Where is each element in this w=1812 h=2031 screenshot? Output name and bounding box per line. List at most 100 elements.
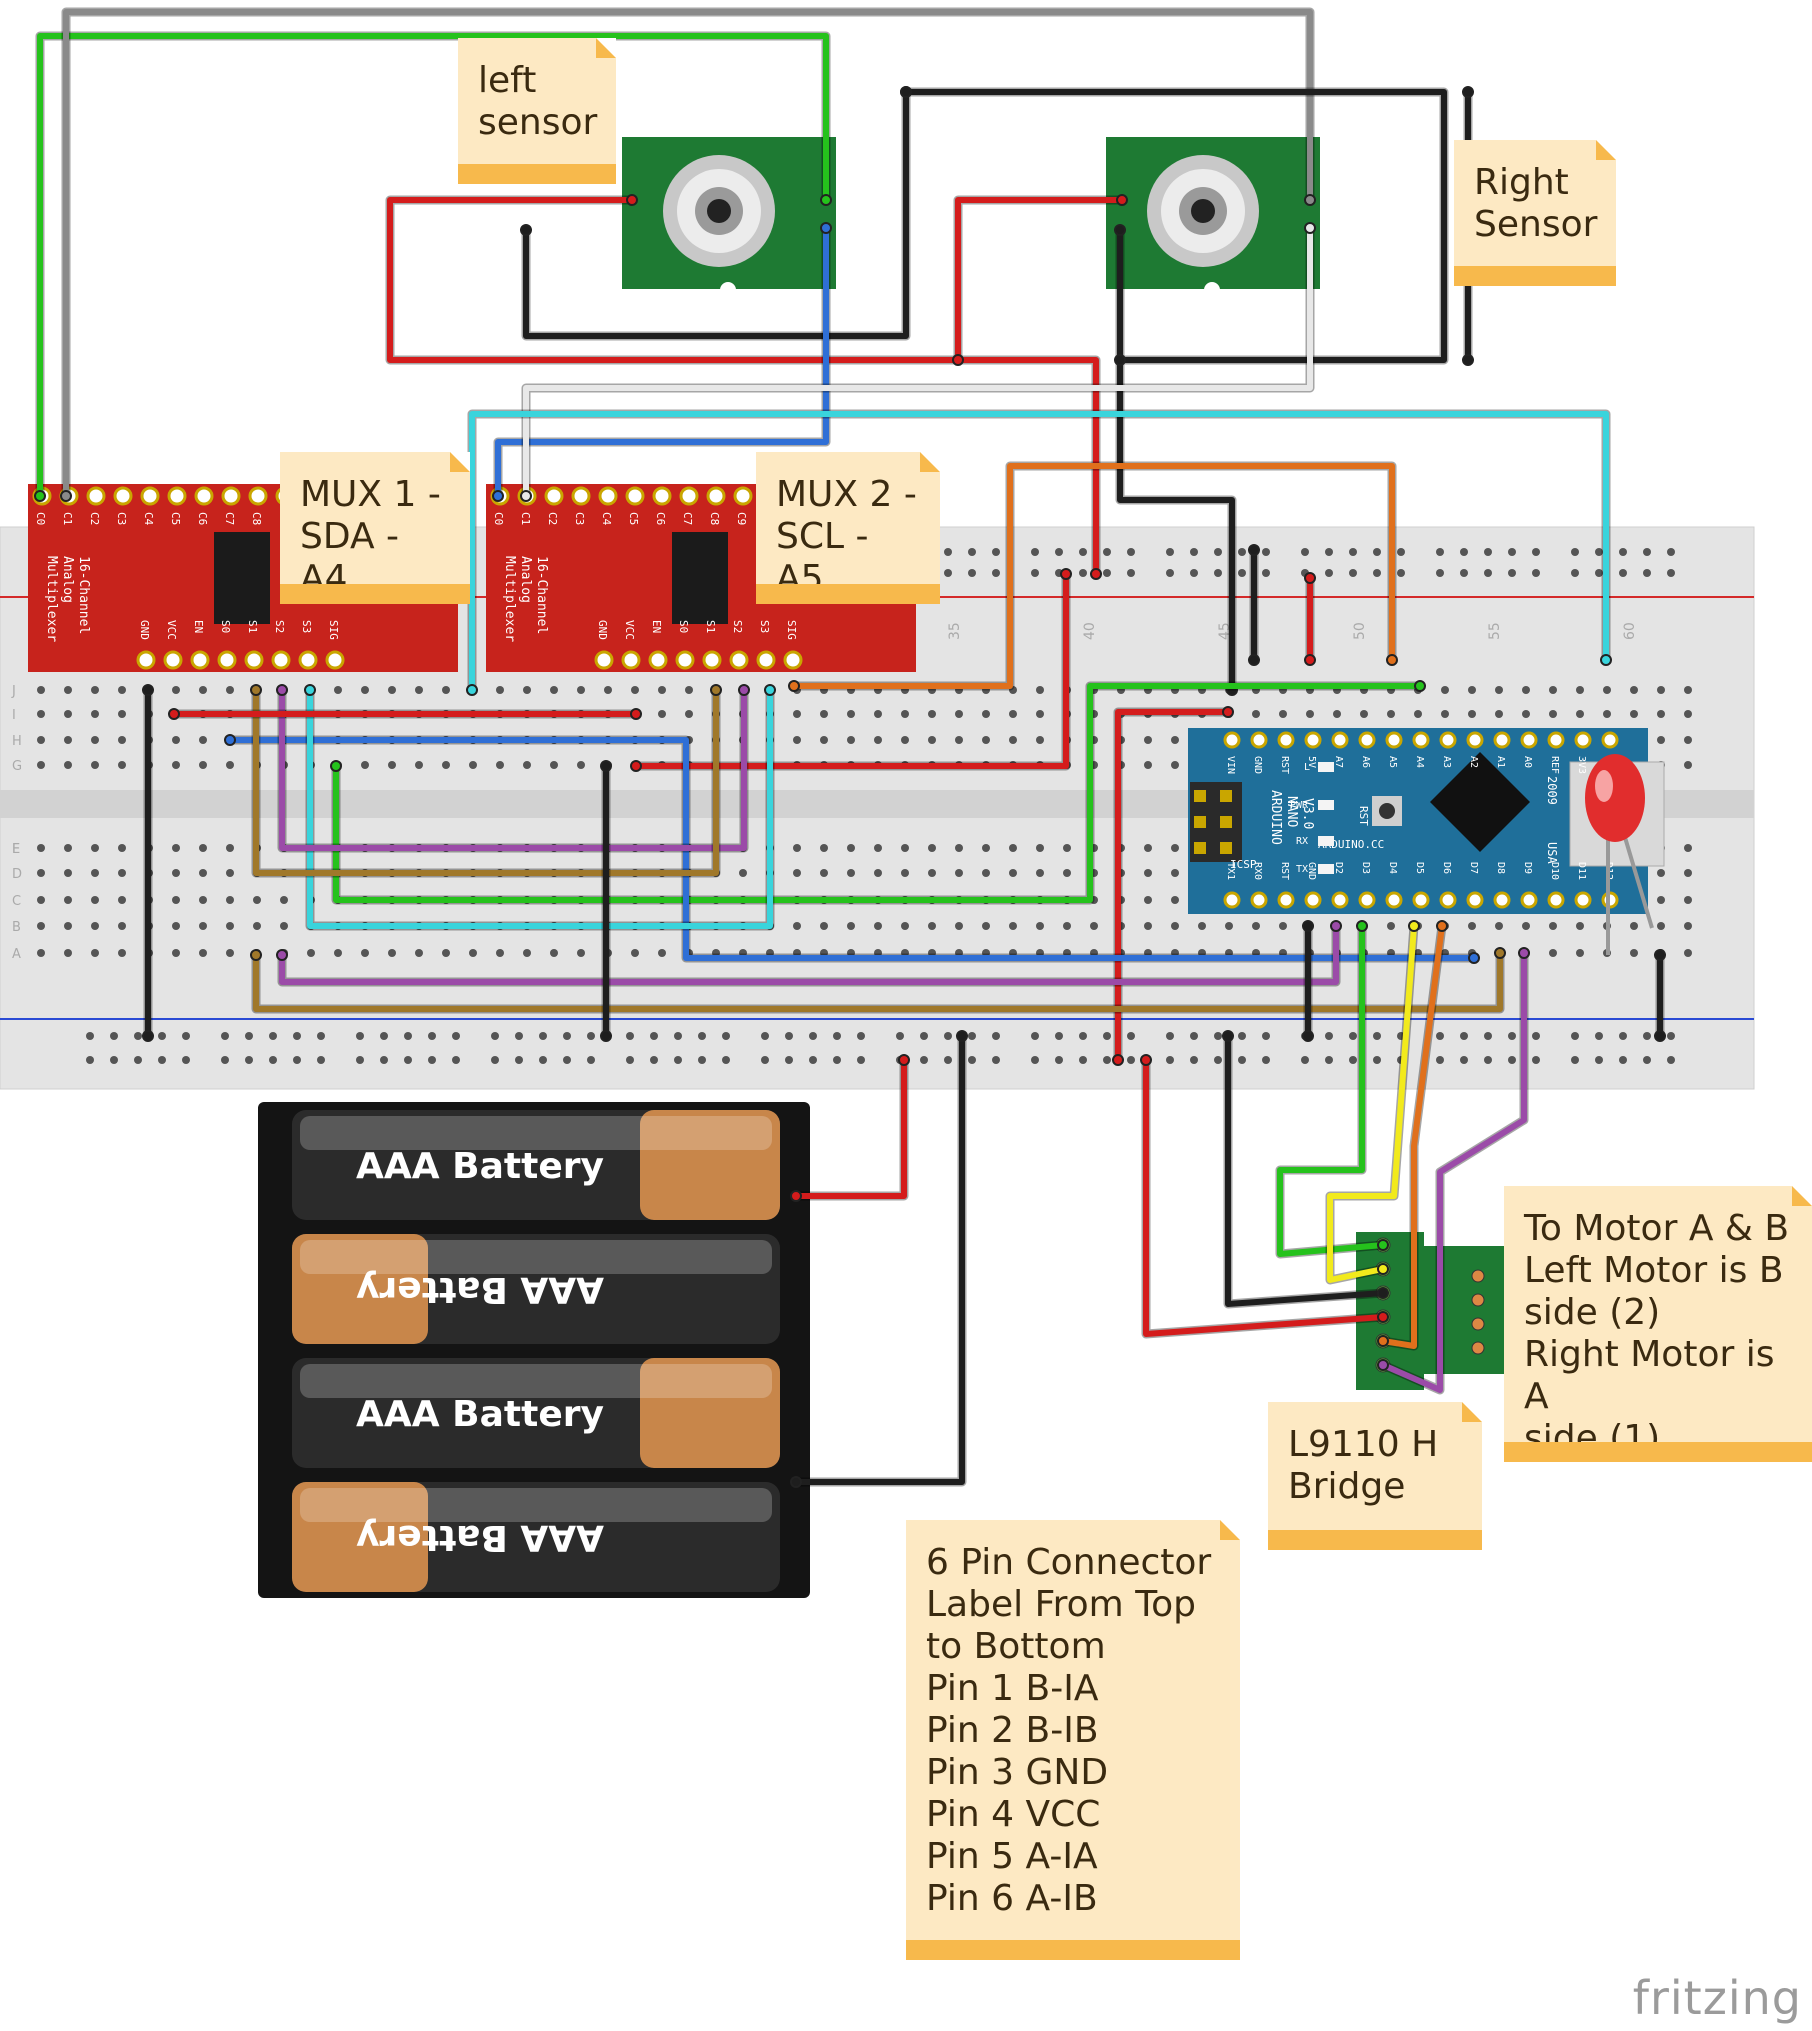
wire-endpoint bbox=[790, 1190, 802, 1202]
nano-pin-label: A6 bbox=[1360, 756, 1371, 768]
wire-endpoint bbox=[60, 490, 72, 502]
row-letter: G bbox=[12, 759, 22, 774]
breadboard-hole bbox=[496, 686, 504, 694]
breadboard-hole bbox=[1144, 761, 1152, 769]
breadboard-hole bbox=[874, 710, 882, 718]
breadboard-hole bbox=[901, 710, 909, 718]
rail-hole bbox=[1532, 569, 1540, 577]
breadboard-hole bbox=[334, 949, 342, 957]
nano-pin bbox=[1331, 891, 1349, 909]
mux-pin-label: EN bbox=[650, 620, 663, 633]
rail-hole bbox=[1127, 548, 1135, 556]
breadboard-hole bbox=[1036, 710, 1044, 718]
breadboard-hole bbox=[118, 869, 126, 877]
breadboard-hole bbox=[118, 686, 126, 694]
breadboard-hole bbox=[118, 949, 126, 957]
mux-pin-label: C1 bbox=[61, 512, 74, 525]
row-letter: J bbox=[11, 684, 16, 699]
breadboard-hole bbox=[172, 922, 180, 930]
nano-pin bbox=[1439, 891, 1457, 909]
breadboard-hole bbox=[1657, 896, 1665, 904]
nano-pin-label: A0 bbox=[1522, 756, 1533, 768]
mux-pin bbox=[86, 486, 106, 506]
row-letter: H bbox=[12, 734, 22, 749]
wire-endpoint bbox=[1304, 572, 1316, 584]
mux-pin bbox=[598, 486, 618, 506]
row-letter: F bbox=[12, 842, 19, 857]
breadboard-hole bbox=[37, 710, 45, 718]
rail-hole bbox=[515, 1056, 523, 1064]
mux-pin-label: C2 bbox=[88, 512, 101, 525]
breadboard-hole bbox=[64, 869, 72, 877]
breadboard-hole bbox=[928, 869, 936, 877]
breadboard-hole bbox=[901, 736, 909, 744]
breadboard-hole bbox=[1009, 869, 1017, 877]
rail-hole bbox=[968, 1056, 976, 1064]
note-h-bridge: L9110 H Bridge bbox=[1268, 1402, 1482, 1550]
breadboard-hole bbox=[64, 710, 72, 718]
rail-hole bbox=[992, 1032, 1000, 1040]
nano-pin bbox=[1358, 891, 1376, 909]
mux-pin bbox=[167, 486, 187, 506]
rail-hole bbox=[1103, 569, 1111, 577]
breadboard-hole bbox=[739, 869, 747, 877]
breadboard-hole bbox=[415, 949, 423, 957]
breadboard-hole bbox=[226, 844, 234, 852]
wire-endpoint bbox=[1248, 654, 1260, 666]
wire-endpoint bbox=[142, 684, 154, 696]
breadboard-hole bbox=[928, 922, 936, 930]
rail-hole bbox=[1373, 1056, 1381, 1064]
wire-brown bbox=[253, 950, 1503, 1012]
nano-pin bbox=[1304, 731, 1322, 749]
nano-pin-label: VIN bbox=[1225, 756, 1236, 774]
column-number: 60 bbox=[1622, 622, 1638, 640]
rail-hole bbox=[1532, 548, 1540, 556]
rail-hole bbox=[1190, 548, 1198, 556]
mux-pin bbox=[648, 650, 668, 670]
wire-endpoint bbox=[1462, 354, 1474, 366]
rail-hole bbox=[293, 1056, 301, 1064]
breadboard-hole bbox=[199, 844, 207, 852]
rail-hole bbox=[452, 1056, 460, 1064]
breadboard-hole bbox=[1495, 922, 1503, 930]
row-letter: E bbox=[12, 842, 20, 857]
rail-hole bbox=[944, 1032, 952, 1040]
breadboard-hole bbox=[631, 686, 639, 694]
mux-pin-label: C6 bbox=[196, 512, 209, 525]
breadboard-hole bbox=[172, 761, 180, 769]
wire-endpoint bbox=[1377, 1335, 1389, 1347]
wire-red bbox=[633, 571, 1069, 769]
breadboard-hole bbox=[847, 710, 855, 718]
rail-hole bbox=[221, 1032, 229, 1040]
breadboard-hole bbox=[1333, 710, 1341, 718]
wire-endpoint bbox=[1302, 1030, 1314, 1042]
nano-pin bbox=[1547, 731, 1565, 749]
breadboard-hole bbox=[226, 922, 234, 930]
rail-hole bbox=[1373, 548, 1381, 556]
wire-orange bbox=[1380, 923, 1445, 1349]
breadboard-hole bbox=[1144, 896, 1152, 904]
breadboard-hole bbox=[1522, 710, 1530, 718]
rail-hole bbox=[1127, 1056, 1135, 1064]
wire-endpoint bbox=[1377, 1359, 1389, 1371]
breadboard-hole bbox=[388, 949, 396, 957]
nano-pin bbox=[1493, 731, 1511, 749]
mux-pin-label: S0 bbox=[677, 620, 690, 633]
mux-pin-label: C9 bbox=[735, 512, 748, 525]
breadboard-hole bbox=[226, 896, 234, 904]
rail-hole bbox=[809, 1056, 817, 1064]
breadboard-hole bbox=[793, 844, 801, 852]
rail-hole bbox=[158, 1056, 166, 1064]
wire-endpoint bbox=[1377, 1287, 1389, 1299]
rail-hole bbox=[158, 1032, 166, 1040]
breadboard-hole bbox=[1495, 710, 1503, 718]
rail-hole bbox=[1190, 1032, 1198, 1040]
battery-label: AAA Battery bbox=[356, 1517, 604, 1558]
breadboard-hole bbox=[64, 844, 72, 852]
breadboard-hole bbox=[442, 761, 450, 769]
wire-endpoint bbox=[900, 86, 912, 98]
rail-hole bbox=[1238, 548, 1246, 556]
rail-hole bbox=[1484, 569, 1492, 577]
breadboard-hole bbox=[1090, 922, 1098, 930]
